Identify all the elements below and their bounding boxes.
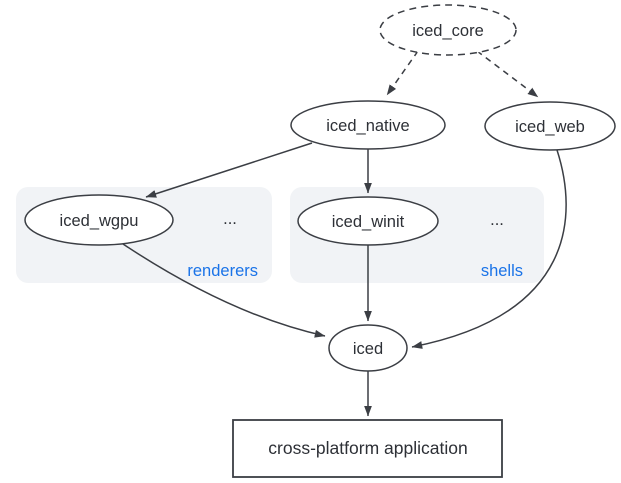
node-label-iced-native: iced_native	[326, 117, 409, 135]
edge-iced-native-to-iced-wgpu	[145, 142, 313, 198]
node-ellipse-iced-web	[484, 101, 616, 151]
renderers-ellipsis: ...	[223, 210, 237, 228]
node-label-iced: iced	[353, 340, 383, 358]
node-label-iced-core: iced_core	[412, 22, 484, 40]
edge-iced-core-to-iced-web	[476, 50, 539, 98]
node-label-application: cross-platform application	[268, 438, 467, 458]
node-rect-application	[232, 419, 503, 478]
node-label-iced-web: iced_web	[515, 118, 585, 136]
node-label-iced-wgpu: iced_wgpu	[60, 212, 139, 230]
node-ellipse-iced-core	[379, 4, 517, 56]
shells-ellipsis: ...	[490, 211, 504, 229]
node-label-iced-winit: iced_winit	[332, 213, 405, 231]
edge-iced-core-to-iced-native	[386, 50, 419, 96]
node-ellipse-iced	[328, 324, 408, 372]
node-ellipse-iced-wgpu	[24, 194, 174, 246]
node-ellipse-iced-native	[290, 100, 446, 150]
edge-iced-web-to-iced	[411, 149, 567, 349]
group-label-shells: shells	[481, 262, 523, 280]
node-ellipse-iced-winit	[297, 196, 439, 246]
group-label-renderers: renderers	[187, 262, 258, 280]
edge-iced-wgpu-to-iced	[122, 243, 326, 338]
